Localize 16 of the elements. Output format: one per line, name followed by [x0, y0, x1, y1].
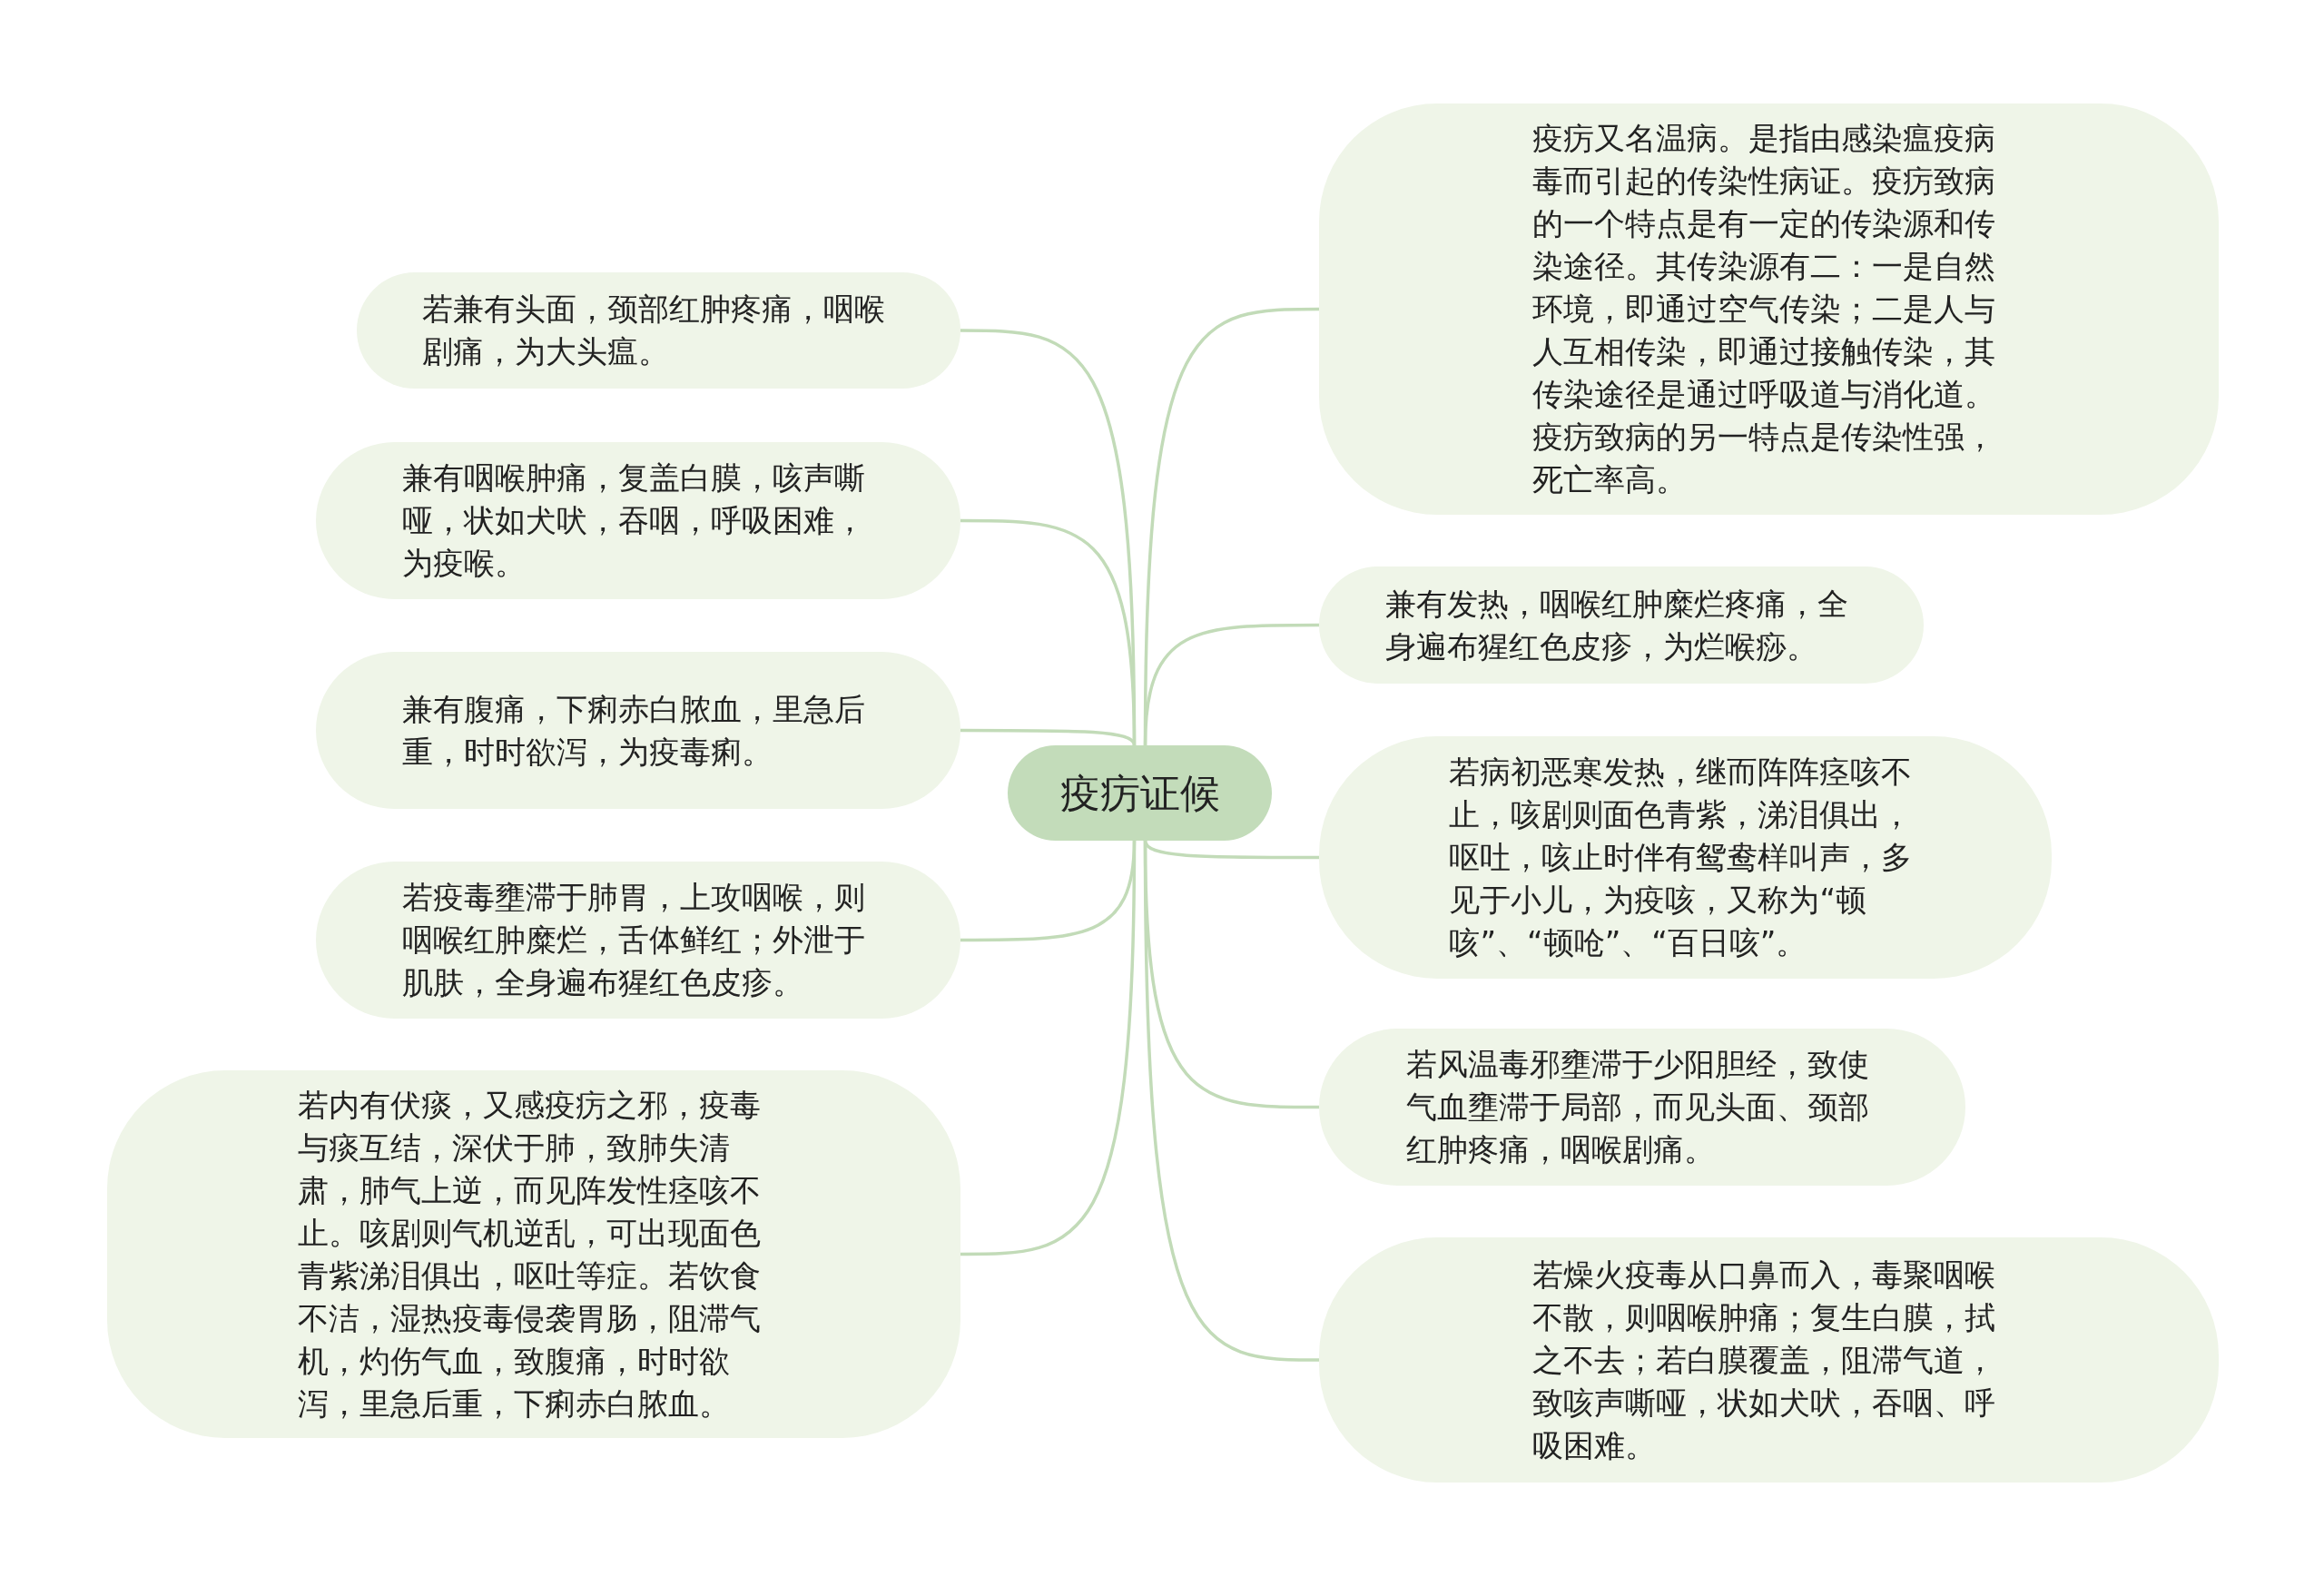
- branch-text: 若内有伏痰，又感疫疠之邪，疫毒与痰互结，深伏于肺，致肺失清肃，肺气上逆，而见阵发性痉咳不止。咳剧则气机逆乱，可出现面色青紫涕泪俱出，呕吐等症。若饮食不洁，湿热疫毒侵袭胃肠，阻滞气机，灼伤气血，致腹痛，时时欲泻，里急后重，下痢赤白脓血。: [297, 1085, 762, 1423]
- branch-text: 若病初恶寒发热，继而阵阵痉咳不止，咳剧则面色青紫，涕泪俱出，呕吐，咳止时伴有鸳鸯样叫声，多见于小儿，为疫咳，又称为“顿咳”、“顿呛”、“百日咳”。: [1449, 753, 1914, 962]
- branch-text: 兼有腹痛，下痢赤白脓血，里急后重，时时欲泻，为疫毒痢。: [401, 689, 866, 772]
- branch-text: 兼有发热，咽喉红肿糜烂疼痛，全身遍布猩红色皮疹，为烂喉痧。: [1384, 584, 1849, 666]
- branch-text: 疫疠又名温病。是指由感染瘟疫病毒而引起的传染性病证。疫疠致病的一个特点是有一定的传染源和传染途径。其传染源有二：一是自然环境，即通过空气传染；二是人与人互相传染，即通过接触传染，其传染途径是通过呼吸道与消化道。疫疠致病的另一特点是传染性强，死亡率高。: [1532, 119, 1997, 499]
- branch-text: 若燥火疫毒从口鼻而入，毒聚咽喉不散，则咽喉肿痛；复生白膜，拭之不去；若白膜覆盖，阻滞气道，致咳声嘶哑，状如犬吠，吞咽、呼吸困难。: [1532, 1255, 1997, 1465]
- branch-text: 若风温毒邪壅滞于少阳胆经，致使气血壅滞于局部，而见头面、颈部红肿疼痛，咽喉剧痛。: [1405, 1045, 1870, 1169]
- branch-box: [107, 1070, 960, 1438]
- branch-text: 若疫毒壅滞于肺胃，上攻咽喉，则咽喉红肿糜烂，舌体鲜红；外泄于肌肤，全身遍布猩红色皮疹。: [401, 878, 866, 1002]
- branch-text: 若兼有头面，颈部红肿疼痛，咽喉剧痛，为大头瘟。: [422, 290, 887, 371]
- branch-text: 兼有咽喉肿痛，复盖白膜，咳声嘶哑，状如犬吠，吞咽，呼吸困难，为疫喉。: [401, 458, 866, 583]
- topic-label: 疫疠证候: [1059, 770, 1220, 816]
- branch-box: [1319, 103, 2219, 515]
- connector-line: [1143, 841, 1319, 1362]
- connector-line: [960, 840, 1137, 1256]
- connector-line: [1143, 623, 1319, 746]
